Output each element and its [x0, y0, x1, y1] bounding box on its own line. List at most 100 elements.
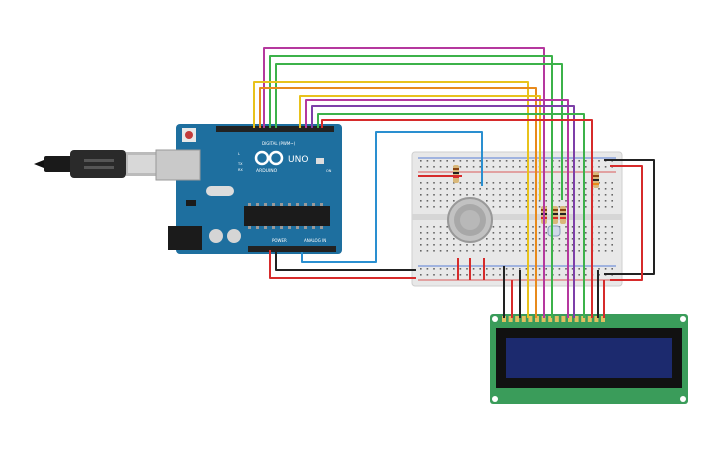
- breadboard-hole: [558, 238, 561, 240]
- tx-label: TX: [237, 162, 243, 166]
- breadboard-hole: [420, 274, 422, 276]
- breadboard-hole: [519, 160, 521, 162]
- breadboard-hole: [565, 232, 567, 234]
- breadboard-hole: [578, 166, 580, 168]
- breadboard-hole: [604, 194, 607, 196]
- breadboard-hole: [604, 226, 607, 228]
- breadboard: [411, 151, 623, 287]
- breadboard-hole: [492, 268, 495, 270]
- breadboard-hole: [453, 274, 455, 276]
- board-model-label: UNO: [288, 155, 308, 165]
- wire-red-right: [610, 165, 643, 281]
- breadboard-hole: [439, 206, 442, 208]
- breadboard-hole: [585, 200, 587, 202]
- breadboard-hole: [505, 194, 508, 196]
- breadboard-hole: [585, 244, 587, 246]
- breadboard-hole: [499, 274, 501, 276]
- breadboard-hole: [611, 200, 613, 202]
- breadboard-hole: [578, 194, 580, 196]
- power-header-label: POWER: [272, 238, 287, 243]
- breadboard-hole: [611, 206, 613, 208]
- breadboard-hole: [598, 166, 600, 168]
- breadboard-hole: [545, 188, 547, 190]
- breadboard-hole: [446, 232, 448, 234]
- breadboard-hole: [578, 226, 580, 228]
- breadboard-hole: [545, 182, 547, 184]
- breadboard-hole: [499, 206, 501, 208]
- breadboard-hole: [525, 182, 528, 184]
- breadboard-hole: [604, 268, 607, 270]
- breadboard-hole: [499, 250, 501, 252]
- breadboard-hole: [565, 226, 567, 228]
- breadboard-hole: [420, 200, 422, 202]
- breadboard-hole: [519, 182, 521, 184]
- breadboard-hole: [505, 268, 508, 270]
- breadboard-hole: [426, 200, 429, 202]
- breadboard-hole: [585, 238, 587, 240]
- breadboard-hole: [459, 182, 462, 184]
- breadboard-hole: [479, 250, 481, 252]
- breadboard-hole: [578, 182, 580, 184]
- breadboard-hole: [420, 250, 422, 252]
- breadboard-hole: [420, 226, 422, 228]
- breadboard-hole: [571, 166, 574, 168]
- lcd-pin: [554, 316, 559, 322]
- breadboard-hole: [446, 226, 448, 228]
- breadboard-hole: [426, 188, 429, 190]
- breadboard-hole: [420, 194, 422, 196]
- breadboard-hole: [433, 206, 435, 208]
- breadboard-hole: [499, 160, 501, 162]
- lcd-pin: [561, 316, 566, 322]
- resistor-5: [560, 206, 566, 224]
- breadboard-hole: [446, 244, 448, 246]
- breadboard-hole: [532, 226, 534, 228]
- breadboard-hole: [446, 194, 448, 196]
- lcd-screen: [506, 338, 672, 378]
- breadboard-hole: [519, 238, 521, 240]
- breadboard-hole: [499, 226, 501, 228]
- breadboard-hole: [571, 274, 574, 276]
- breadboard-hole: [611, 268, 613, 270]
- breadboard-hole: [499, 188, 501, 190]
- rgb-led: [547, 225, 561, 237]
- breadboard-hole: [426, 206, 429, 208]
- breadboard-hole: [598, 206, 600, 208]
- lcd-pin: [535, 316, 539, 322]
- lcd-pin: [574, 316, 579, 322]
- breadboard-hole: [433, 226, 435, 228]
- lcd-pin: [581, 316, 586, 322]
- breadboard-hole: [604, 188, 607, 190]
- breadboard-hole: [426, 250, 429, 252]
- breadboard-hole: [466, 182, 468, 184]
- breadboard-hole: [512, 182, 514, 184]
- breadboard-hole: [472, 250, 475, 252]
- wire-orange: [259, 87, 537, 318]
- breadboard-hole: [492, 200, 495, 202]
- breadboard-hole: [466, 166, 468, 168]
- breadboard-hole: [446, 188, 448, 190]
- breadboard-hole: [558, 274, 561, 276]
- breadboard-hole: [545, 200, 547, 202]
- breadboard-hole: [525, 166, 528, 168]
- breadboard-hole: [420, 238, 422, 240]
- breadboard-hole: [472, 268, 475, 270]
- arduino-logo: [254, 150, 284, 166]
- breadboard-hole: [486, 244, 488, 246]
- breadboard-hole: [571, 206, 574, 208]
- breadboard-hole: [479, 274, 481, 276]
- breadboard-hole: [532, 182, 534, 184]
- breadboard-hole: [433, 166, 435, 168]
- breadboard-hole: [525, 160, 528, 162]
- breadboard-hole: [611, 244, 613, 246]
- gas-sensor: [447, 197, 493, 243]
- breadboard-hole: [486, 194, 488, 196]
- breadboard-hole: [538, 268, 541, 270]
- breadboard-hole: [598, 232, 600, 234]
- breadboard-hole: [492, 250, 495, 252]
- breadboard-hole: [545, 166, 547, 168]
- breadboard-hole: [558, 194, 561, 196]
- breadboard-hole: [578, 244, 580, 246]
- breadboard-hole: [558, 182, 561, 184]
- breadboard-hole: [525, 194, 528, 196]
- breadboard-hole: [578, 274, 580, 276]
